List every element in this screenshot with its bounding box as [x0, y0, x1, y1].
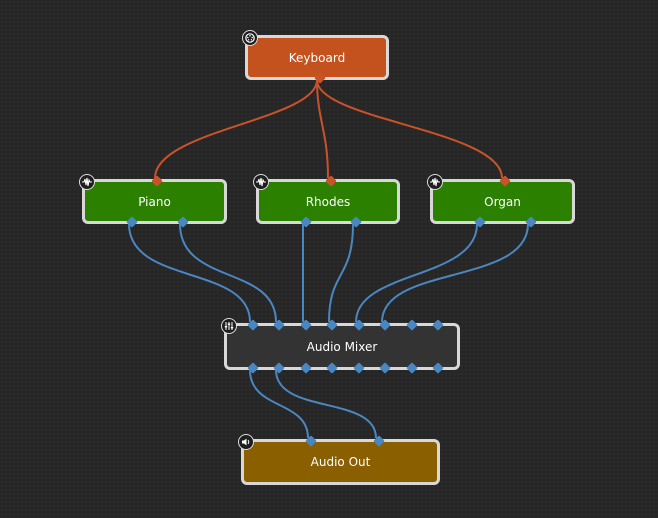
audio-out-port-2[interactable] — [350, 216, 362, 228]
wire-keyboard-rhodes[interactable] — [316, 79, 329, 179]
audio-in-port-1[interactable] — [247, 319, 259, 331]
audio-out-port-1[interactable] — [474, 216, 486, 228]
midi-icon — [242, 30, 258, 46]
wire-mixer-out-2[interactable] — [275, 369, 377, 439]
node-label-piano: Piano — [138, 194, 171, 209]
audio-out-port-1[interactable] — [247, 362, 259, 374]
audio-out-port-7[interactable] — [406, 362, 418, 374]
midi-in-port[interactable] — [151, 175, 163, 187]
audio-out-port-2[interactable] — [525, 216, 537, 228]
audio-in-port-1[interactable] — [305, 435, 317, 447]
node-rhodes[interactable]: Rhodes — [253, 174, 400, 228]
node-label-audio-mixer: Audio Mixer — [306, 339, 378, 354]
audio-out-port-8[interactable] — [432, 362, 444, 374]
audio-out-port-2[interactable] — [273, 362, 285, 374]
wire-mixer-out-1[interactable] — [249, 369, 309, 439]
audio-in-port-3[interactable] — [300, 319, 312, 331]
speaker-icon — [238, 434, 254, 450]
midi-in-port[interactable] — [325, 175, 337, 187]
waveform-icon — [253, 174, 269, 190]
wire-piano-mixer-2[interactable] — [179, 223, 277, 323]
node-label-organ: Organ — [484, 194, 521, 209]
node-label-keyboard: Keyboard — [288, 50, 346, 65]
node-label-rhodes: Rhodes — [305, 194, 351, 209]
audio-out-port-5[interactable] — [353, 362, 365, 374]
wire-keyboard-organ[interactable] — [316, 79, 503, 179]
wire-piano-mixer-1[interactable] — [128, 223, 251, 323]
waveform-icon — [427, 174, 443, 190]
audio-in-port-4[interactable] — [326, 319, 338, 331]
audio-out-port-2[interactable] — [177, 216, 189, 228]
node-organ[interactable]: Organ — [427, 174, 575, 228]
audio-out-port-6[interactable] — [379, 362, 391, 374]
node-label-audio-out: Audio Out — [310, 455, 371, 469]
audio-in-port-2[interactable] — [373, 435, 385, 447]
audio-out-port-3[interactable] — [300, 362, 312, 374]
audio-out-port-4[interactable] — [326, 362, 338, 374]
audio-in-port-5[interactable] — [353, 319, 365, 331]
node-piano[interactable]: Piano — [79, 174, 227, 228]
audio-in-port-7[interactable] — [406, 319, 418, 331]
midi-in-port[interactable] — [499, 175, 511, 187]
waveform-icon — [79, 174, 95, 190]
node-audio-mixer[interactable]: Audio Mixer — [221, 318, 460, 374]
audio-in-port-8[interactable] — [432, 319, 444, 331]
audio-in-port-6[interactable] — [379, 319, 391, 331]
audio-out-port-1[interactable] — [126, 216, 138, 228]
wire-organ-mixer-1[interactable] — [355, 223, 478, 323]
wire-organ-mixer-2[interactable] — [381, 223, 529, 323]
wire-keyboard-piano[interactable] — [154, 79, 318, 179]
node-audio-out[interactable]: Audio Out — [238, 434, 440, 485]
audio-out-port-1[interactable] — [300, 216, 312, 228]
mixer-icon — [221, 318, 237, 334]
node-keyboard[interactable]: Keyboard — [242, 30, 389, 84]
wire-rhodes-mixer-2[interactable] — [328, 223, 354, 323]
audio-in-port-2[interactable] — [273, 319, 285, 331]
midi-out-port[interactable] — [314, 72, 326, 84]
